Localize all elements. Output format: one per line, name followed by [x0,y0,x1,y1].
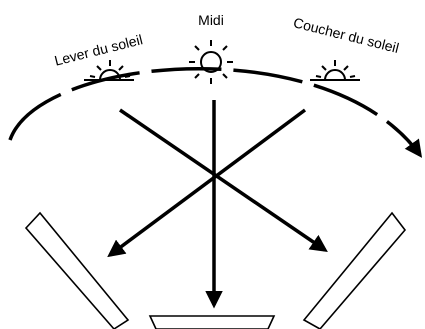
panel-bottom [150,316,274,329]
label-sunset: Coucher du soleil [292,14,401,56]
panel-right [304,213,405,329]
label-noon: Midi [198,12,224,28]
sunset-icon [310,60,360,80]
panel-left [26,213,128,329]
ray-sunrise [120,110,325,250]
label-sunrise: Lever du soleil [53,31,144,68]
ray-sunset [110,110,305,255]
sun-icon [189,40,233,84]
